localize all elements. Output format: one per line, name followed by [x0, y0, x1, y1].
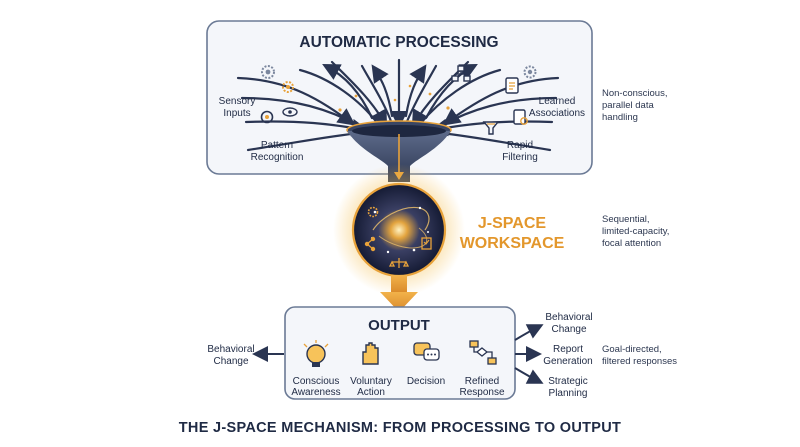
svg-text:Conscious: Conscious: [293, 376, 340, 387]
output-item-voluntary-action: Voluntary Action: [350, 376, 392, 398]
right-output-arrows: [514, 324, 544, 384]
svg-text:handling: handling: [602, 112, 638, 123]
output-heading: OUTPUT: [368, 317, 430, 334]
svg-text:Strategic: Strategic: [548, 376, 587, 387]
workspace-label: J-SPACE WORKSPACE: [460, 215, 565, 252]
orb-gear-icon: [367, 206, 379, 218]
svg-text:Refined: Refined: [465, 376, 499, 387]
svg-text:filtered responses: filtered responses: [602, 356, 677, 367]
svg-text:Change: Change: [551, 324, 586, 335]
svg-text:Associations: Associations: [529, 108, 585, 119]
output-item-refined-response: Refined Response: [459, 376, 504, 398]
filter-icon: [482, 121, 500, 135]
output-side-note: Goal-directed, filtered responses: [602, 344, 677, 367]
svg-text:Filtering: Filtering: [502, 152, 538, 163]
flowchart-icon: [469, 340, 497, 365]
learned-associations-label: Learned Associations: [529, 96, 585, 119]
gear-small-icon: [282, 81, 294, 93]
sensory-inputs-label: Sensory Inputs: [219, 96, 256, 119]
right-strategic-planning-label: Strategic Planning: [548, 376, 587, 399]
chat-bubbles-icon: [413, 342, 440, 361]
funnel: [346, 120, 452, 182]
diagram-title: THE J-SPACE MECHANISM: FROM PROCESSING T…: [179, 420, 621, 436]
orb-node-icon: [364, 236, 376, 252]
search-doc-icon: [513, 109, 528, 125]
hierarchy-icon: [451, 65, 471, 82]
left-output-arrow: Behavioral Change: [207, 344, 284, 367]
svg-text:Goal-directed,: Goal-directed,: [602, 344, 662, 355]
svg-text:Behavioral: Behavioral: [545, 312, 592, 323]
svg-text:Decision: Decision: [407, 376, 445, 387]
output-item-decision: Decision: [407, 376, 445, 387]
workspace-side-note: Sequential, limited-capacity, focal atte…: [602, 214, 669, 249]
pattern-recognition-label: Pattern Recognition: [251, 140, 304, 163]
svg-text:Recognition: Recognition: [251, 152, 304, 163]
svg-text:Sensory: Sensory: [219, 96, 256, 107]
gear-icon: [261, 65, 275, 79]
svg-text:Learned: Learned: [539, 96, 576, 107]
svg-text:focal attention: focal attention: [602, 238, 661, 249]
svg-text:Inputs: Inputs: [223, 108, 250, 119]
svg-text:Generation: Generation: [543, 356, 592, 367]
svg-text:Sequential,: Sequential,: [602, 214, 650, 225]
automatic-processing-heading: AUTOMATIC PROCESSING: [299, 34, 498, 51]
svg-text:Change: Change: [213, 356, 248, 367]
svg-text:Report: Report: [553, 344, 583, 355]
gear-right-icon: [523, 65, 537, 79]
rapid-filtering-label: Rapid Filtering: [502, 140, 538, 163]
svg-text:Planning: Planning: [549, 388, 588, 399]
orb-checklist-icon: [421, 237, 432, 250]
svg-text:Pattern: Pattern: [261, 140, 293, 151]
right-behavioral-change-label: Behavioral Change: [545, 312, 592, 335]
jspace-orb: [333, 164, 465, 296]
eye-icon: [282, 107, 298, 117]
right-report-generation-label: Report Generation: [543, 344, 592, 367]
svg-text:WORKSPACE: WORKSPACE: [460, 235, 565, 252]
document-icon: [505, 77, 519, 94]
svg-text:parallel data: parallel data: [602, 100, 654, 111]
svg-text:Response: Response: [459, 387, 504, 398]
output-item-conscious-awareness: Conscious Awareness: [291, 376, 340, 398]
svg-text:Behavioral: Behavioral: [207, 344, 254, 355]
hand-icon: [362, 342, 379, 365]
svg-text:Voluntary: Voluntary: [350, 376, 392, 387]
svg-text:Awareness: Awareness: [291, 387, 340, 398]
svg-text:Action: Action: [357, 387, 385, 398]
lightbulb-icon: [303, 340, 329, 367]
automatic-side-note: Non-conscious, parallel data handling: [602, 88, 667, 123]
orb-scale-icon: [388, 258, 410, 268]
target-icon: [260, 110, 274, 124]
output-down-arrow: [380, 275, 418, 312]
svg-text:J-SPACE: J-SPACE: [478, 215, 546, 232]
svg-text:Non-conscious,: Non-conscious,: [602, 88, 667, 99]
svg-text:limited-capacity,: limited-capacity,: [602, 226, 669, 237]
svg-text:Rapid: Rapid: [507, 140, 533, 151]
